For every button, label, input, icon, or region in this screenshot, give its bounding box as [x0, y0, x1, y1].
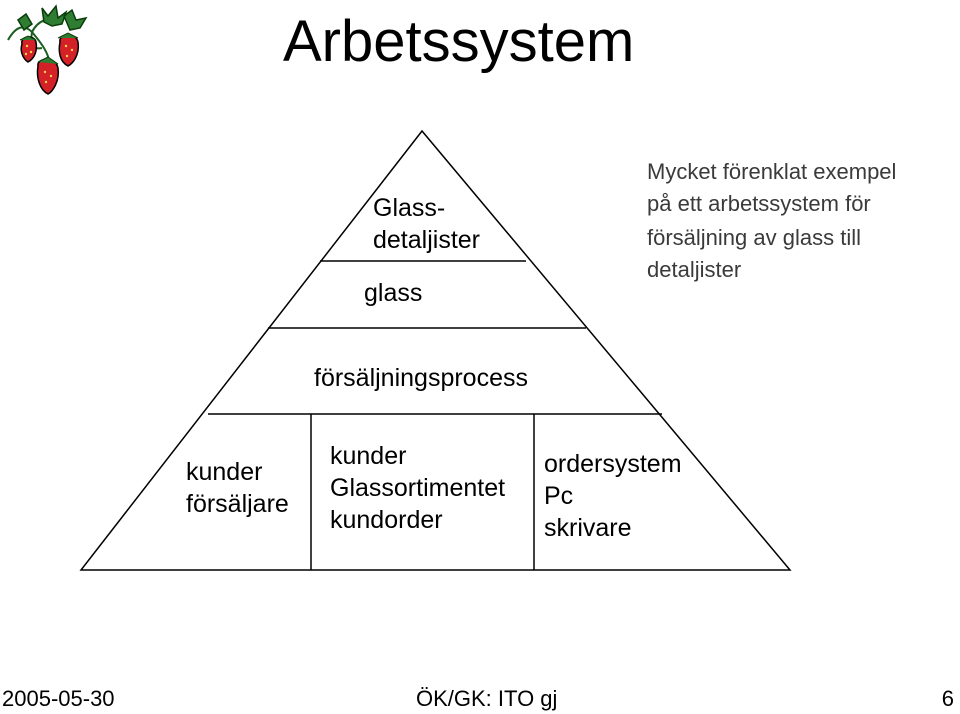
- bottom-information-line2: Glassortimentet: [330, 474, 506, 502]
- bottom-technology-line3: skrivare: [544, 514, 632, 542]
- page-title: Arbetssystem: [283, 9, 635, 74]
- bottom-information-line3: kundorder: [330, 506, 443, 534]
- process-label: försäljningsprocess: [314, 364, 528, 392]
- footer-author: ÖK/GK: ITO gj: [416, 686, 558, 711]
- bottom-participants-line1: kunder: [186, 458, 263, 486]
- note-line2: på ett arbetssystem för: [647, 191, 871, 216]
- information-label: glass: [364, 279, 423, 307]
- bottom-technology-line1: ordersystem: [544, 450, 682, 478]
- note-line4: detaljister: [647, 257, 742, 282]
- participants-label-line2: detaljister: [373, 226, 480, 254]
- bottom-information-line1: kunder: [330, 442, 407, 470]
- bottom-participants-line2: försäljare: [186, 490, 289, 518]
- note-line1: Mycket förenklat exempel: [647, 159, 897, 184]
- note-line3: försäljning av glass till: [647, 225, 861, 250]
- footer-page-number: 6: [941, 686, 954, 711]
- bottom-technology-line2: Pc: [544, 482, 574, 510]
- participants-label-line1: Glass-: [373, 194, 446, 222]
- pyramid-outline: [79, 129, 792, 571]
- footer-date: 2005-05-30: [2, 686, 115, 711]
- strawberry-plant-icon: [7, 4, 88, 95]
